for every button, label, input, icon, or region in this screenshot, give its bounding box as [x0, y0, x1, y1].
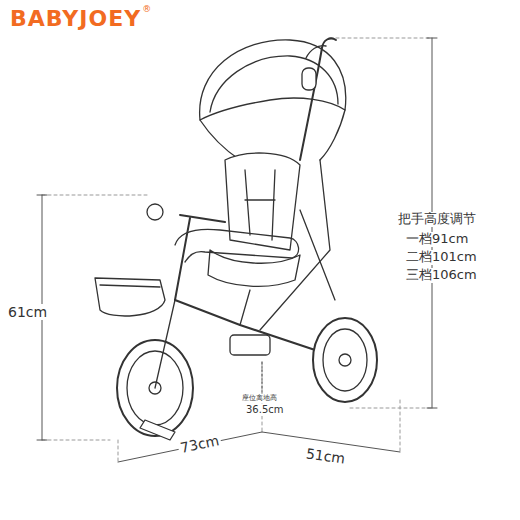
push-handle: [300, 38, 336, 160]
dimension-value: 二档101cm: [404, 250, 479, 265]
basket: [95, 278, 165, 316]
canopy: [200, 40, 346, 120]
brand-logo: BABYJOEY: [10, 6, 141, 31]
dimension-value: 73cm: [177, 432, 223, 457]
registered-mark: ®: [142, 4, 151, 14]
dimension-lines: [37, 38, 437, 462]
rear-wheel: [313, 318, 377, 402]
front-wheel: [117, 300, 193, 440]
dimension-guides: [42, 38, 432, 462]
dimension-value: 三档106cm: [404, 268, 479, 283]
dimension-value: 36.5cm: [244, 404, 286, 416]
dimension-note: 座位离地高: [240, 394, 279, 402]
dimension-value: 一档91cm: [404, 232, 470, 247]
dimension-title: 把手高度调节: [396, 212, 478, 227]
dimension-value: 51cm: [303, 445, 348, 467]
fork: [175, 218, 190, 300]
dimension-value: 61cm: [6, 304, 49, 320]
